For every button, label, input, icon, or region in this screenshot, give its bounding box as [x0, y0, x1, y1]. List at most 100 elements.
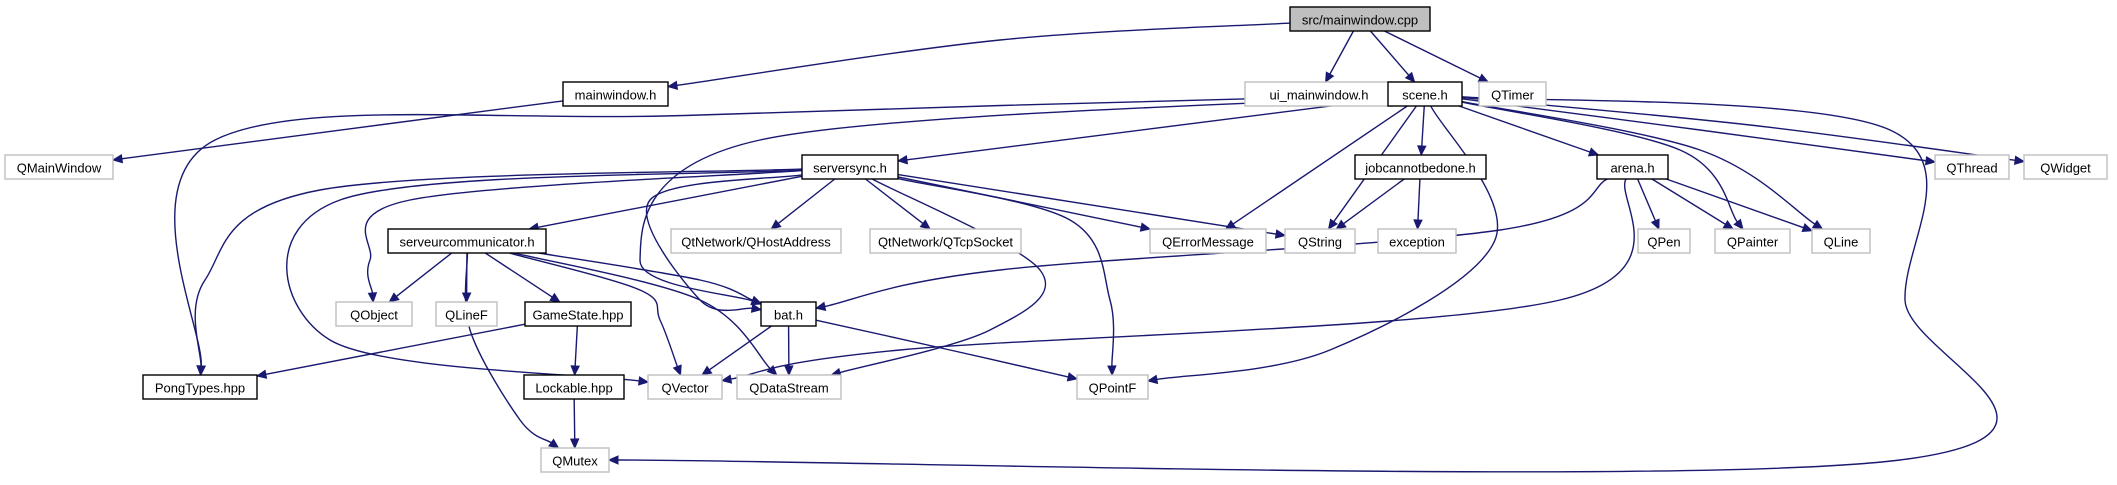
edge-line	[121, 100, 564, 160]
edge-line	[514, 252, 771, 370]
node-serversync[interactable]: serversync.h	[801, 154, 899, 180]
arrowhead	[1324, 71, 1335, 84]
arrowhead	[1139, 222, 1152, 232]
node-ui_mainwindow: ui_mainwindow.h	[1244, 81, 1394, 107]
node-qpainter: QPainter	[1714, 228, 1791, 254]
edge-line	[815, 319, 1069, 378]
node-label: QString	[1298, 235, 1342, 250]
edge-line	[1384, 30, 1481, 79]
arrowhead	[1801, 223, 1814, 233]
node-label: QPointF	[1089, 381, 1137, 396]
node-arena[interactable]: arena.h	[1596, 154, 1669, 180]
edge-line	[777, 178, 836, 224]
node-box	[736, 374, 842, 400]
node-gamestate[interactable]: GameState.hpp	[524, 301, 632, 327]
node-serveur[interactable]: serveurcommunicator.h	[387, 228, 547, 254]
node-qlinef: QLineF	[435, 301, 498, 327]
arrowhead	[720, 374, 733, 384]
edge-line	[730, 178, 1635, 380]
arrowhead	[770, 219, 782, 230]
node-label: mainwindow.h	[575, 88, 657, 103]
arrowhead	[570, 365, 580, 377]
edge-serveur-to-gamestate	[484, 252, 561, 303]
arrowhead	[896, 154, 909, 165]
node-box	[562, 81, 669, 107]
arrowhead	[1477, 73, 1490, 83]
edge-line	[1369, 30, 1410, 76]
edge-serversync-to-qtcpsocket	[865, 178, 931, 230]
edge-line	[897, 177, 1115, 367]
node-label: jobcannotbedone.h	[1364, 161, 1476, 176]
node-qmainwindow: QMainWindow	[4, 154, 114, 180]
node-qvector: QVector	[647, 374, 723, 400]
arrowhead	[1587, 147, 1600, 157]
node-box	[869, 228, 1022, 254]
edge-line	[1417, 178, 1421, 221]
arrowhead	[701, 365, 713, 376]
arrowhead	[1417, 145, 1427, 157]
edge-arena-to-qvector	[720, 178, 1635, 384]
node-mainwindow[interactable]: mainwindow.h	[562, 81, 669, 107]
arrowhead	[814, 301, 827, 312]
edge-line	[538, 252, 753, 301]
edge-serveur-to-qdatastream	[514, 252, 778, 376]
node-box	[760, 301, 817, 327]
edge-line	[573, 398, 576, 440]
node-label: QThread	[1946, 161, 1997, 176]
arrowhead	[569, 438, 580, 450]
arrowhead	[255, 369, 268, 379]
edge-serversync-to-qpointf	[897, 177, 1117, 377]
edge-bat-to-qvector	[701, 325, 772, 376]
edge-root-to-qtimer	[1384, 30, 1490, 83]
edge-line	[1232, 105, 1408, 225]
arrowhead	[766, 364, 778, 376]
edge-serveur-to-qmutex	[464, 252, 560, 449]
node-root[interactable]: src/mainwindow.cpp	[1289, 6, 1431, 32]
edge-line	[286, 169, 803, 382]
arrowhead	[461, 292, 472, 304]
edge-jobcannotbedone-to-exception	[1413, 178, 1423, 231]
node-box	[1284, 228, 1356, 254]
edge-line	[194, 168, 803, 367]
node-pongtypes[interactable]: PongTypes.hpp	[142, 374, 258, 400]
edge-line	[537, 175, 803, 228]
edge-line	[708, 325, 772, 371]
node-label: QMutex	[552, 454, 598, 469]
edge-line	[395, 252, 453, 297]
node-scene[interactable]: scene.h	[1387, 81, 1463, 107]
node-qmutex: QMutex	[540, 447, 610, 473]
node-box	[435, 301, 498, 327]
node-label: QLine	[1824, 235, 1859, 250]
node-label: QPainter	[1727, 235, 1779, 250]
node-exception: exception	[1377, 228, 1457, 254]
node-label: Lockable.hpp	[535, 381, 612, 396]
node-label: QVector	[662, 381, 710, 396]
edge-serveur-to-qobject	[388, 252, 453, 303]
edge-line	[676, 22, 1291, 87]
edge-line	[897, 173, 1277, 235]
edge-gamestate-to-pongtypes	[255, 323, 526, 379]
arrowhead	[1722, 219, 1735, 230]
arrowhead	[607, 455, 619, 465]
node-qpointf: QPointF	[1076, 374, 1149, 400]
node-bat[interactable]: bat.h	[760, 301, 817, 327]
node-jobcannotbedone[interactable]: jobcannotbedone.h	[1354, 154, 1487, 180]
edge-line	[839, 178, 1047, 374]
arrowhead	[111, 153, 124, 164]
node-box	[1811, 228, 1871, 254]
edge-line	[1421, 105, 1425, 147]
node-lockable[interactable]: Lockable.hpp	[523, 374, 625, 400]
arrowhead	[750, 303, 763, 313]
edge-mainwindow-to-qmainwindow	[111, 100, 564, 164]
node-box	[1354, 154, 1487, 180]
arrowhead	[637, 376, 650, 386]
edge-scene-to-qmutex	[607, 96, 1998, 473]
node-qerrormessage: QErrorMessage	[1149, 228, 1267, 254]
edge-serversync-to-qhostaddress	[770, 178, 836, 230]
edge-line	[1666, 178, 1804, 229]
edge-line	[1458, 105, 1591, 153]
node-label: QtNetwork/QHostAddress	[681, 235, 831, 250]
edge-line	[865, 178, 924, 225]
node-label: GameState.hpp	[532, 308, 623, 323]
edge-serveur-to-bat	[538, 252, 763, 305]
